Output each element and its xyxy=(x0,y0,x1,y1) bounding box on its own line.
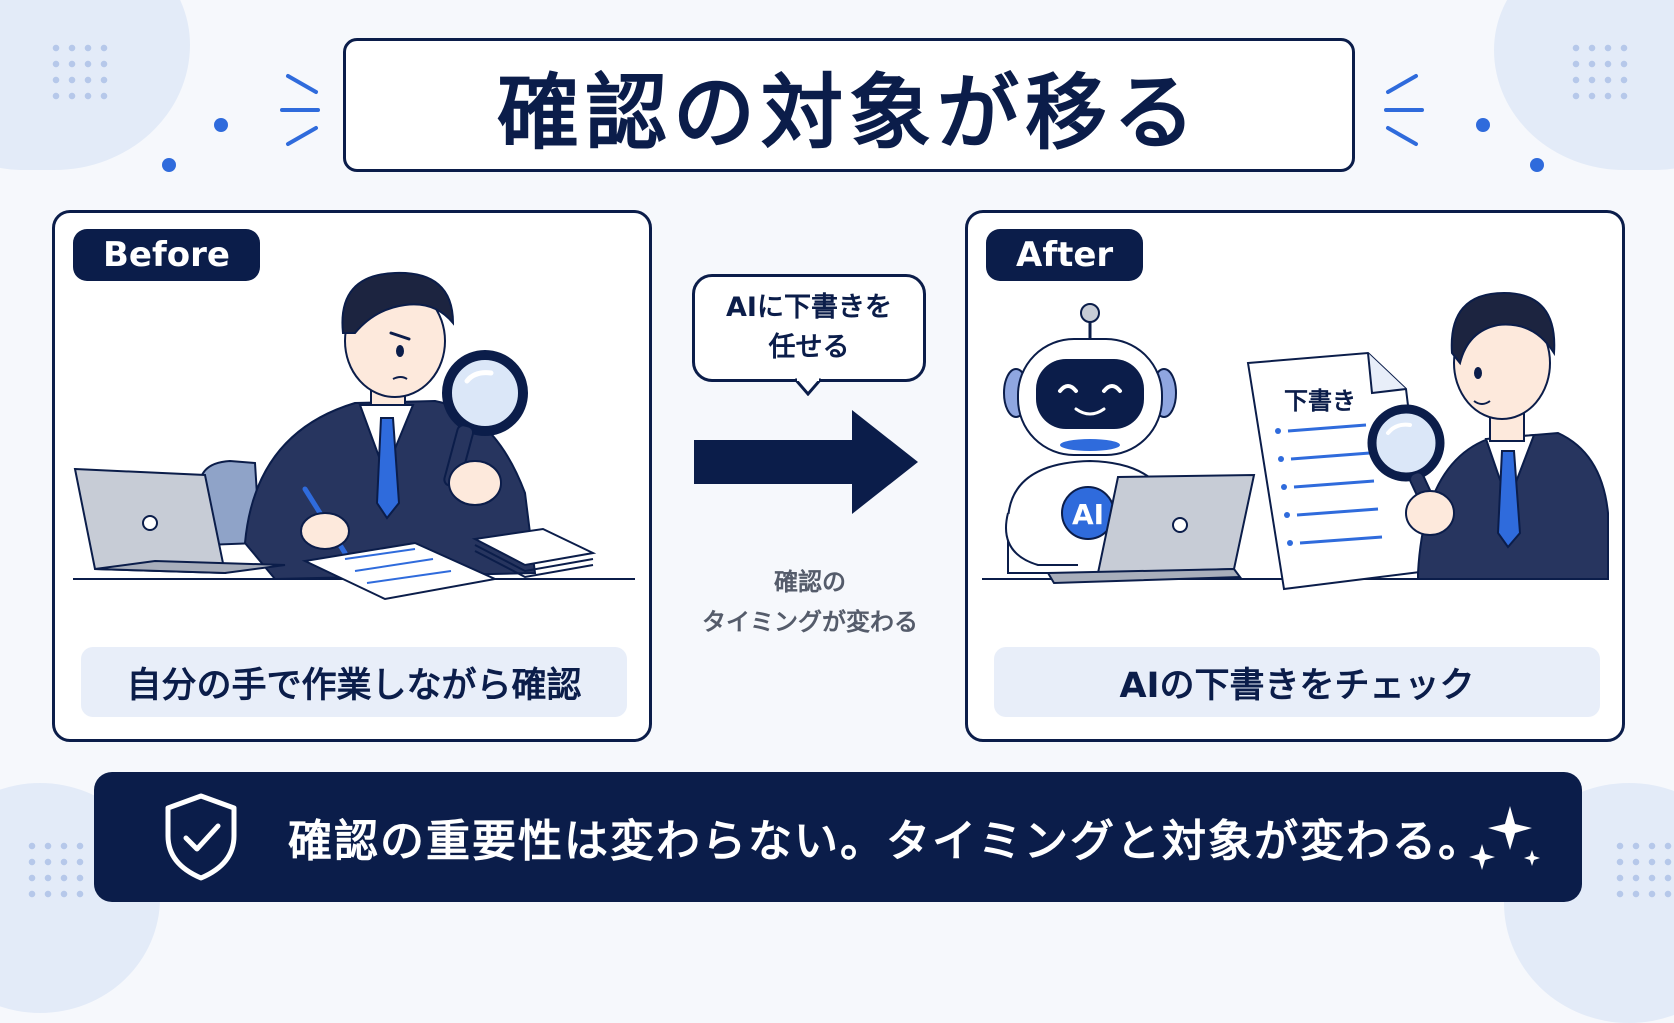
before-caption: 自分の手で作業しながら確認 xyxy=(81,647,627,717)
before-panel: Before xyxy=(52,210,652,742)
after-tag: After xyxy=(986,229,1144,281)
robot-ai-badge: AI xyxy=(1072,498,1104,531)
accent-dot xyxy=(1530,158,1544,172)
shield-check-icon xyxy=(165,793,237,881)
dot-grid-decoration xyxy=(1612,838,1672,898)
after-panel: After AI 下書き xyxy=(965,210,1625,742)
bubble-line-1: AIに下書きを xyxy=(726,292,892,323)
before-tag: Before xyxy=(73,229,260,281)
accent-dot xyxy=(214,118,228,132)
timing-note-line-2: タイミングが変わる xyxy=(702,608,918,636)
bubble-line-2: 任せる xyxy=(768,332,850,363)
accent-dot xyxy=(162,158,176,172)
sparkle-icon xyxy=(1469,806,1540,870)
dot-grid-decoration xyxy=(48,40,108,100)
timing-note-line-1: 確認の xyxy=(774,568,846,596)
dot-grid-decoration xyxy=(24,838,84,898)
speech-bubble-tail xyxy=(795,378,821,396)
person-checking-illustration xyxy=(73,271,635,601)
speech-bubble: AIに下書きを 任せる xyxy=(692,274,926,382)
banner-message: 確認の重要性は変わらない。タイミングと対象が変わる。 xyxy=(288,816,1484,867)
document-label: 下書き xyxy=(1284,387,1356,415)
timing-note: 確認の タイミングが変わる xyxy=(680,562,940,642)
title-box: 確認の対象が移る xyxy=(343,38,1355,172)
after-caption: AIの下書きをチェック xyxy=(994,647,1600,717)
emphasis-lines-right xyxy=(1384,74,1424,146)
accent-dot xyxy=(1476,118,1490,132)
emphasis-lines-left xyxy=(280,74,320,146)
dot-grid-decoration xyxy=(1568,40,1628,100)
transition-arrow-icon xyxy=(694,410,918,514)
robot-and-person-illustration: AI 下書き xyxy=(982,291,1609,591)
bottom-banner: 確認の重要性は変わらない。タイミングと対象が変わる。 xyxy=(94,772,1582,902)
page-title: 確認の対象が移る xyxy=(496,65,1201,161)
